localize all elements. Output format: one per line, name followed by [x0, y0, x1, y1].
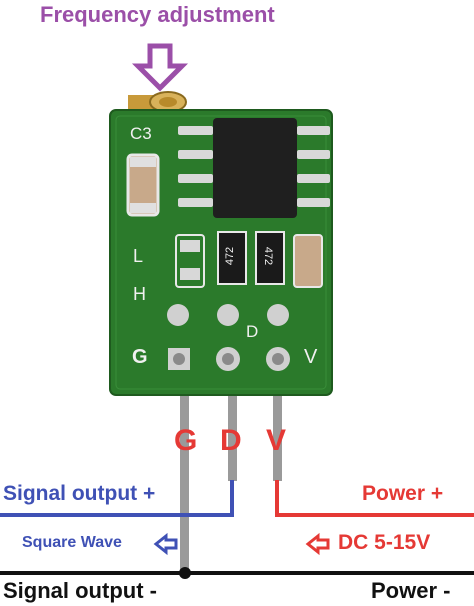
power-plus-wire [275, 480, 474, 517]
mode-high-label: H [133, 284, 146, 304]
power-minus-label: Power - [371, 578, 451, 603]
resistor-2-value: 472 [262, 246, 275, 266]
pin-pads [167, 304, 290, 371]
resistor-1-value: 472 [224, 246, 237, 266]
dc-input-arrow-icon [305, 532, 330, 556]
signal-output-plus-wire [0, 480, 234, 517]
pin-v-label: V [266, 424, 287, 457]
cap-label: C3 [130, 124, 152, 143]
pin-leads [180, 386, 282, 576]
power-plus-label: Power + [362, 482, 444, 505]
dc-range-label: DC 5-15V [338, 531, 431, 554]
smd-components [175, 231, 323, 288]
signal-output-plus-label: Signal output + [3, 482, 156, 505]
capacitor-c3 [126, 153, 160, 217]
pin-d-label: D [220, 424, 242, 457]
signal-output-minus-label: Signal output - [3, 578, 157, 603]
mode-low-label: L [133, 246, 144, 266]
square-wave-label: Square Wave [22, 534, 122, 551]
ic-chip [178, 118, 330, 218]
title: Frequency adjustment [40, 2, 275, 27]
frequency-arrow-icon [131, 43, 189, 92]
ground-junction [179, 567, 191, 579]
pin-g-silk: G [132, 346, 148, 368]
pin-g-label: G [174, 424, 198, 457]
square-wave-arrow-icon [153, 532, 178, 556]
pin-v-silk: V [304, 346, 318, 368]
pad-label: D [246, 322, 259, 341]
